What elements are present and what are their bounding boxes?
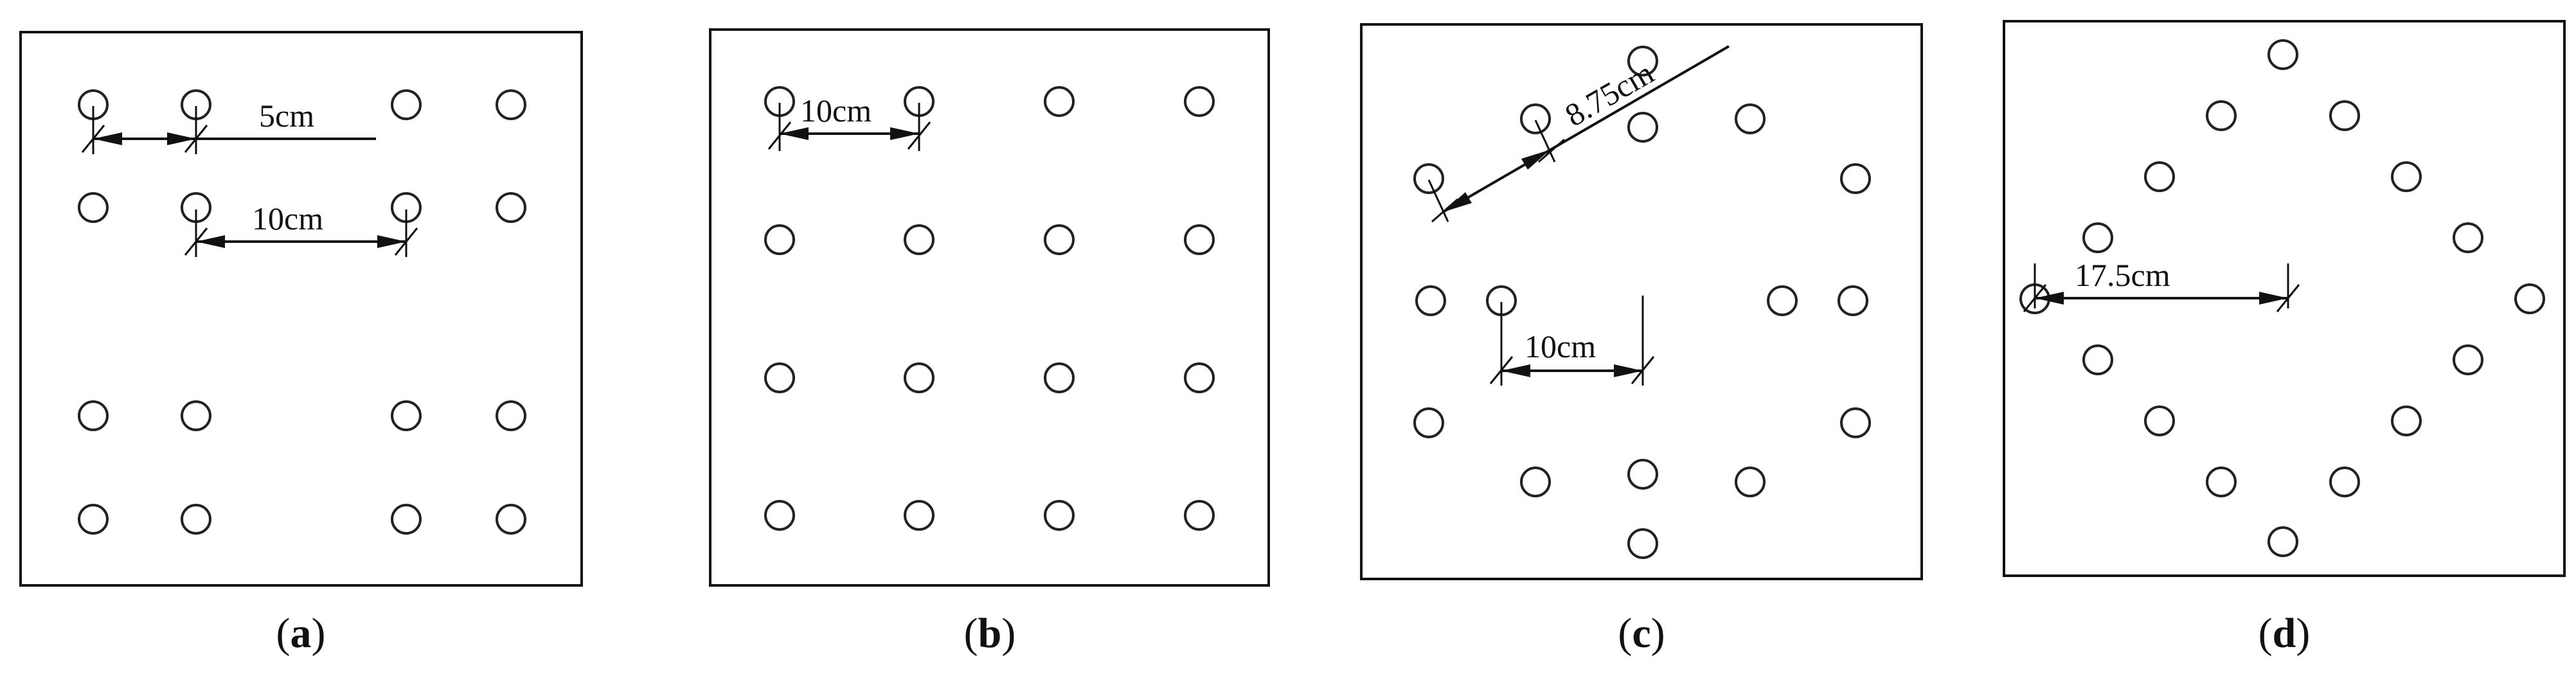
- label-8-75cm: 8.75cm: [1559, 55, 1660, 134]
- hole: [1184, 86, 1215, 117]
- hole: [1413, 407, 1444, 438]
- hole: [1627, 459, 1658, 490]
- dimension-10cm: 10cm: [184, 200, 418, 257]
- hole: [2144, 405, 2175, 436]
- hole: [1184, 224, 1215, 255]
- panel-a: 5cm 10cm: [19, 31, 583, 587]
- hole: [904, 224, 935, 255]
- label-10cm: 10cm: [252, 200, 323, 236]
- hole: [391, 504, 422, 535]
- hole: [1840, 407, 1871, 438]
- label-10cm: 10cm: [1525, 328, 1596, 364]
- hole: [2082, 344, 2113, 375]
- caption-a: (a): [276, 610, 326, 657]
- hole: [904, 362, 935, 393]
- label-10cm: 10cm: [800, 93, 872, 129]
- caption-letter: d: [2272, 610, 2296, 657]
- hole: [496, 400, 526, 431]
- hole: [496, 89, 526, 120]
- hole: [2514, 283, 2545, 314]
- label-5cm: 5cm: [259, 98, 314, 134]
- hole: [1735, 103, 1766, 134]
- hole: [2267, 39, 2298, 70]
- hole: [1767, 285, 1798, 316]
- panel-d-holes: [2019, 39, 2545, 557]
- hole: [2206, 100, 2237, 131]
- hole: [78, 400, 109, 431]
- hole: [1627, 112, 1658, 143]
- hole: [764, 500, 795, 531]
- panel-d: 17.5cm: [2003, 20, 2566, 577]
- panel-b-frame: [709, 28, 1270, 587]
- caption-c: (c): [1618, 610, 1665, 657]
- caption-letter: a: [290, 610, 312, 657]
- panel-a-holes: [78, 89, 526, 535]
- panel-c-holes: [1413, 46, 1871, 559]
- panel-b: 10cm: [709, 28, 1270, 587]
- hole: [764, 362, 795, 393]
- hole: [2391, 405, 2422, 436]
- caption-letter: c: [1632, 610, 1651, 657]
- hole: [2329, 100, 2360, 131]
- panel-c-frame: [1360, 23, 1923, 580]
- hole: [496, 504, 526, 535]
- hole: [904, 500, 935, 531]
- hole: [1520, 467, 1551, 497]
- label-17-5cm: 17.5cm: [2075, 257, 2170, 293]
- hole: [1735, 467, 1766, 497]
- hole: [2267, 526, 2298, 557]
- hole: [391, 400, 422, 431]
- hole: [1044, 86, 1075, 117]
- hole: [2453, 344, 2483, 375]
- caption-b: (b): [963, 610, 1016, 657]
- hole: [78, 192, 109, 223]
- hole: [1413, 163, 1444, 194]
- hole: [181, 400, 211, 431]
- hole: [1044, 224, 1075, 255]
- hole: [2144, 161, 2175, 192]
- hole: [2082, 222, 2113, 253]
- hole: [391, 89, 422, 120]
- hole: [2453, 222, 2483, 253]
- dimension-5cm: 5cm: [81, 98, 376, 154]
- hole: [764, 224, 795, 255]
- panel-d-frame: [2003, 20, 2566, 577]
- hole: [1184, 362, 1215, 393]
- hole: [2206, 467, 2237, 497]
- hole: [78, 504, 109, 535]
- hole: [1520, 103, 1551, 134]
- hole: [1627, 528, 1658, 559]
- hole: [1184, 500, 1215, 531]
- hole: [1044, 500, 1075, 531]
- dimension-10cm: 10cm: [1489, 296, 1655, 386]
- panel-b-holes: [764, 86, 1215, 531]
- hole: [181, 504, 211, 535]
- caption-letter: b: [978, 610, 1002, 657]
- hole: [1838, 285, 1868, 316]
- panel-a-frame: [19, 31, 583, 587]
- dimension-17-5cm: 17.5cm: [2023, 257, 2300, 312]
- hole: [1627, 46, 1658, 76]
- hole: [1044, 362, 1075, 393]
- caption-d: (d): [2258, 610, 2311, 657]
- dimension-8-75cm: 8.75cm: [1427, 45, 1730, 223]
- dimension-10cm: 10cm: [767, 93, 931, 151]
- hole: [496, 192, 526, 223]
- hole: [1840, 163, 1871, 194]
- panel-c: 8.75cm 10cm: [1360, 23, 1923, 580]
- hole: [1415, 285, 1446, 316]
- hole: [2391, 161, 2422, 192]
- hole: [2329, 467, 2360, 497]
